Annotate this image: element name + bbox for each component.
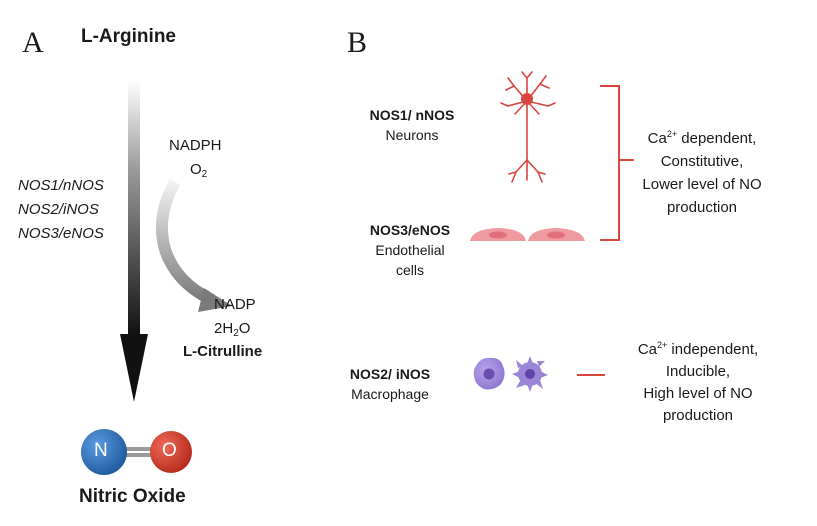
endothelial-nucleus-1 [489,231,507,239]
nos2-name: NOS2/ iNOS [349,366,431,382]
substrate-label: L-Arginine [81,26,176,47]
reaction-arrow-shaft [128,80,140,336]
macrophage-1-nucleus [483,368,495,380]
constitutive-description: Ca2+ dependent, Constitutive, Lower leve… [624,123,780,219]
constitutive-line4: production [666,199,738,216]
nos1-block: NOS1/ nNOS Neurons [356,107,468,143]
constitutive-line2: Constitutive, [660,153,744,170]
nos1-name: NOS1/ nNOS [369,107,455,123]
o2-label: O2 [190,161,208,180]
macrophage-2-nucleus [525,369,535,379]
nos3-block: NOS3/eNOS Endothelial cells [354,222,466,278]
nos1-cell: Neurons [385,127,439,143]
nos3-cell-line1: Endothelial [375,242,445,258]
endothelial-nucleus-2 [547,231,565,239]
inducible-line2: Inducible, [665,363,731,380]
nos3-cell-line2: cells [395,262,424,278]
constitutive-line3: Lower level of NO [642,176,762,193]
panel-b-letter: B [347,26,368,59]
enzyme-label-3: NOS3/eNOS [18,225,104,242]
nitrogen-atom [81,429,127,475]
neuron-soma [521,93,533,105]
product-name: Nitric Oxide [79,486,186,507]
inducible-line3: High level of NO [643,385,753,402]
inducible-description: Ca2+ independent, Inducible, High level … [620,334,776,427]
nos2-block: NOS2/ iNOS Macrophage [334,366,446,402]
nitrogen-atom-label: N [94,440,108,461]
neuron-icon [500,71,556,183]
oxygen-atom [150,431,192,473]
side-arrow-curve [156,178,215,306]
constitutive-line1: Ca2+ dependent, [647,129,757,147]
citrulline-label: L-Citrulline [183,343,263,360]
nos2-cell: Macrophage [351,386,429,402]
inducible-line1: Ca2+ independent, [637,340,759,358]
side-arrow-head [198,288,232,312]
inducible-line4: production [662,407,734,424]
nadph-label: NADPH [169,137,222,154]
enzyme-label-2: NOS2/iNOS [18,201,99,218]
panel-a-letter: A [22,26,44,59]
no-bond-2 [115,453,159,457]
nadp-label: NADP [214,296,256,313]
oxygen-atom-label: O [162,440,177,461]
nos3-name: NOS3/eNOS [369,222,451,238]
reaction-arrow-head [120,334,148,402]
no-bond [115,447,159,451]
enzyme-label-1: NOS1/nNOS [18,177,104,194]
h2o-label: 2H2O [214,320,251,339]
constitutive-bracket [600,85,620,241]
